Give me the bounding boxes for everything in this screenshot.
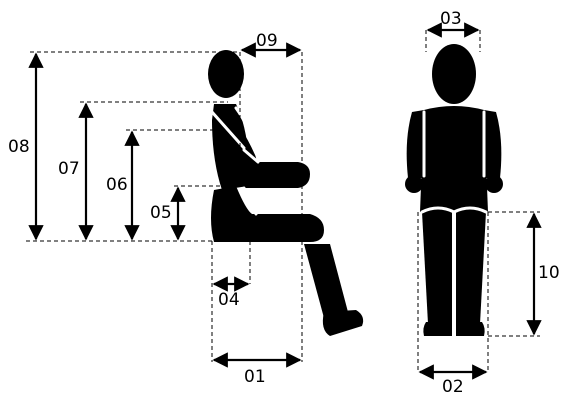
standing-left-arm (406, 110, 424, 178)
standing-dimension-arrows (418, 22, 542, 380)
label-04: 04 (218, 290, 240, 310)
label-08: 08 (8, 137, 30, 157)
seated-head (208, 50, 244, 98)
label-01: 01 (244, 367, 266, 387)
label-09: 09 (256, 31, 278, 51)
standing-right-foot (456, 322, 485, 336)
standing-right-arm (484, 110, 502, 178)
standing-head (432, 44, 476, 104)
standing-right-leg (456, 212, 486, 324)
seated-foot (322, 310, 364, 336)
seated-arm (224, 108, 310, 188)
standing-left-hand (405, 175, 423, 193)
seated-dimension-arrows (28, 42, 302, 368)
standing-figure-front-view (405, 44, 503, 336)
seated-guide-lines (26, 51, 303, 362)
seated-thigh (211, 186, 324, 242)
standing-right-hand (485, 175, 503, 193)
dimension-labels: 08 07 06 05 09 04 01 03 02 10 (8, 9, 560, 396)
label-03: 03 (440, 9, 462, 29)
label-05: 05 (150, 203, 172, 223)
standing-left-leg (422, 212, 452, 324)
seated-figure-side-view (208, 50, 364, 336)
standing-torso (420, 106, 488, 212)
label-02: 02 (442, 377, 464, 396)
standing-guide-lines (417, 30, 540, 372)
seated-lower-leg (304, 244, 348, 318)
label-10: 10 (538, 263, 560, 283)
standing-left-foot (423, 322, 452, 336)
label-06: 06 (106, 175, 128, 195)
label-07: 07 (58, 159, 80, 179)
